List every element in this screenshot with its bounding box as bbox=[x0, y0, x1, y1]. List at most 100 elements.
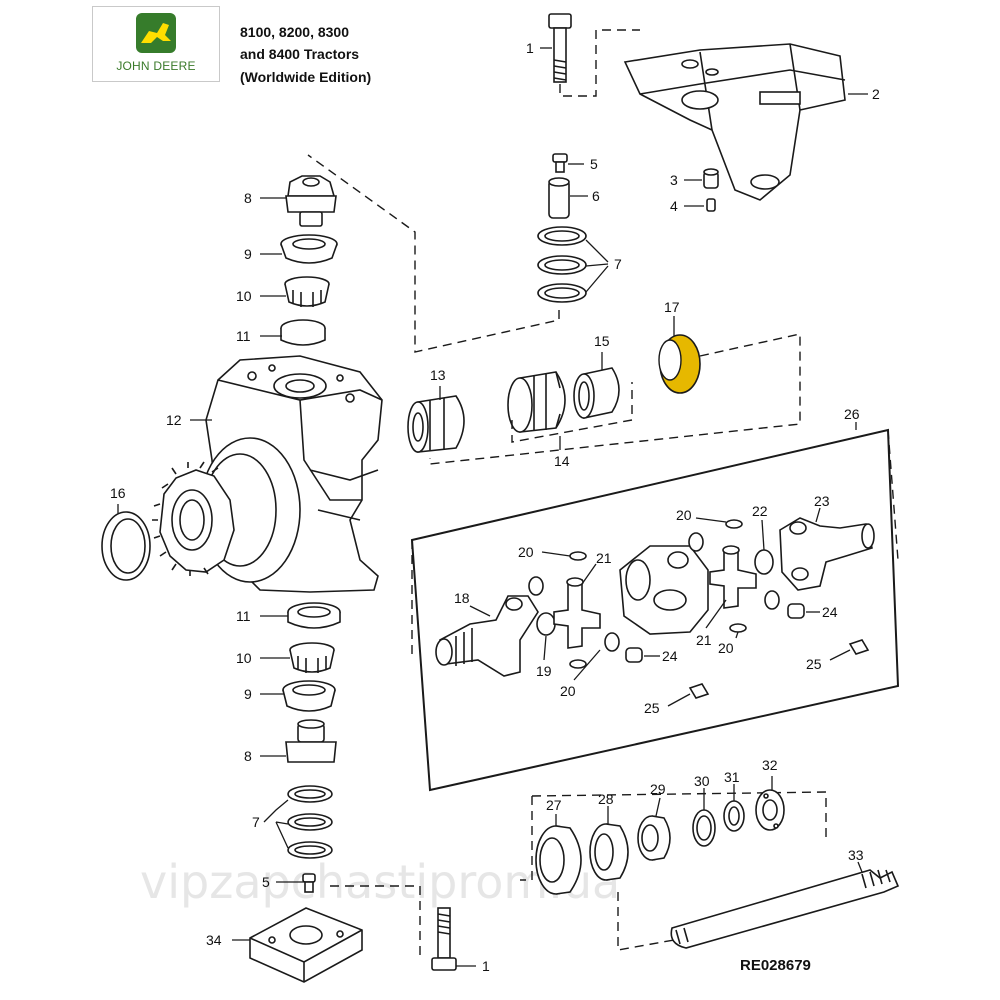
callout-24-a: 24 bbox=[662, 648, 678, 664]
axle-shaft-33 bbox=[670, 869, 900, 949]
grease-fittings-25 bbox=[688, 639, 870, 699]
callout-14: 14 bbox=[554, 453, 570, 469]
snap-ring-30 bbox=[692, 809, 716, 847]
bearing-race-15 bbox=[573, 367, 620, 419]
callout-20-c: 20 bbox=[676, 507, 692, 523]
callout-16: 16 bbox=[110, 485, 126, 501]
callout-8-upper: 8 bbox=[244, 190, 252, 206]
seal-11-upper bbox=[280, 319, 326, 346]
callout-8-lower: 8 bbox=[244, 748, 252, 764]
callout-18: 18 bbox=[454, 590, 470, 606]
callout-11-lower: 11 bbox=[236, 608, 251, 624]
bearing-cup-9-upper bbox=[280, 234, 338, 264]
callout-32: 32 bbox=[762, 757, 778, 773]
mounting-bracket bbox=[623, 43, 846, 201]
kingpin-cap-lower bbox=[285, 719, 337, 763]
grease-fitting-lower bbox=[302, 873, 316, 893]
callout-29: 29 bbox=[650, 781, 666, 797]
yoke-18 bbox=[435, 595, 539, 677]
callout-20-a: 20 bbox=[518, 544, 534, 560]
reference-code: RE028679 bbox=[740, 957, 811, 974]
bolt-top bbox=[548, 13, 572, 83]
callout-13: 13 bbox=[430, 367, 446, 383]
callout-33: 33 bbox=[848, 847, 864, 863]
callout-7-upper: 7 bbox=[614, 256, 622, 272]
cap-plate-34 bbox=[249, 907, 363, 983]
logo-wordmark: JOHN DEERE bbox=[116, 59, 196, 73]
logo-deer bbox=[141, 23, 171, 43]
snap-rings-20 bbox=[528, 519, 780, 669]
shim-stack-lower bbox=[287, 785, 333, 859]
callout-3: 3 bbox=[670, 172, 678, 188]
john-deere-logo: JOHN DEERE bbox=[92, 6, 220, 82]
title-line-2: and 8400 Tractors bbox=[240, 46, 360, 62]
callout-23: 23 bbox=[814, 493, 830, 509]
callout-19: 19 bbox=[536, 663, 552, 679]
center-coupler bbox=[619, 545, 709, 635]
washer-31 bbox=[723, 800, 745, 832]
callout-25-b: 25 bbox=[806, 656, 822, 672]
callout-34: 34 bbox=[206, 932, 222, 948]
callout-2: 2 bbox=[872, 86, 880, 102]
callout-28: 28 bbox=[598, 791, 614, 807]
roller-bearing-10-upper bbox=[284, 276, 330, 307]
universal-joint-panel bbox=[410, 428, 900, 792]
flange-32 bbox=[755, 789, 785, 831]
spider-21-right bbox=[709, 545, 757, 609]
bushing-3 bbox=[703, 168, 719, 189]
callout-26: 26 bbox=[844, 406, 860, 422]
callout-9-upper: 9 bbox=[244, 246, 252, 262]
callout-17: 17 bbox=[664, 299, 680, 315]
spider-21-left bbox=[553, 577, 601, 649]
housing-27 bbox=[535, 825, 582, 895]
callout-21-b: 21 bbox=[696, 632, 712, 648]
pin-6 bbox=[548, 177, 570, 219]
callout-20-d: 20 bbox=[718, 640, 734, 656]
callout-30: 30 bbox=[694, 773, 710, 789]
bolt-bottom bbox=[431, 907, 457, 971]
callout-1-top: 1 bbox=[526, 40, 534, 56]
bearing-28 bbox=[589, 823, 629, 881]
seal-17-highlighted bbox=[658, 334, 701, 394]
bushing-4 bbox=[706, 198, 716, 212]
leader-lines bbox=[117, 47, 868, 967]
callout-27: 27 bbox=[546, 797, 562, 813]
callout-22: 22 bbox=[752, 503, 768, 519]
grease-fitting-upper bbox=[552, 153, 568, 173]
callout-11-upper: 11 bbox=[236, 328, 251, 344]
cross-bearing-19 bbox=[536, 612, 556, 636]
shim-stack-upper bbox=[537, 226, 587, 303]
deer-emblem-icon bbox=[136, 13, 176, 53]
roller-bearing-10-lower bbox=[289, 642, 335, 673]
bushing-13 bbox=[407, 395, 465, 453]
callout-5-upper: 5 bbox=[590, 156, 598, 172]
callout-10-lower: 10 bbox=[236, 650, 252, 666]
callout-25-a: 25 bbox=[644, 700, 660, 716]
bearing-14 bbox=[507, 371, 566, 433]
callout-20-b: 20 bbox=[560, 683, 576, 699]
bushings-24 bbox=[625, 603, 805, 663]
steering-knuckle bbox=[152, 355, 383, 593]
title-line-1: 8100, 8200, 8300 bbox=[240, 24, 349, 40]
callout-12: 12 bbox=[166, 412, 182, 428]
title-line-3: (Worldwide Edition) bbox=[240, 69, 372, 85]
callout-5-lower: 5 bbox=[262, 874, 270, 890]
bearing-cup-9-lower bbox=[282, 680, 336, 712]
kingpin-cap-upper bbox=[285, 175, 337, 227]
yoke-23 bbox=[779, 517, 875, 591]
callout-15: 15 bbox=[594, 333, 610, 349]
seal-11-lower bbox=[287, 602, 341, 629]
callout-7-lower: 7 bbox=[252, 814, 260, 830]
callout-9-lower: 9 bbox=[244, 686, 252, 702]
callout-labels: 1 2 3 4 5 6 7 8 9 10 11 12 13 14 15 16 1… bbox=[110, 40, 880, 974]
callout-1-bottom: 1 bbox=[482, 958, 490, 974]
callout-6: 6 bbox=[592, 188, 600, 204]
seal-ring-16 bbox=[101, 511, 151, 581]
callout-21-a: 21 bbox=[596, 550, 612, 566]
cross-bearing-22 bbox=[754, 549, 774, 575]
callout-10-upper: 10 bbox=[236, 288, 252, 304]
bearing-29 bbox=[637, 815, 671, 861]
callout-31: 31 bbox=[724, 769, 740, 785]
